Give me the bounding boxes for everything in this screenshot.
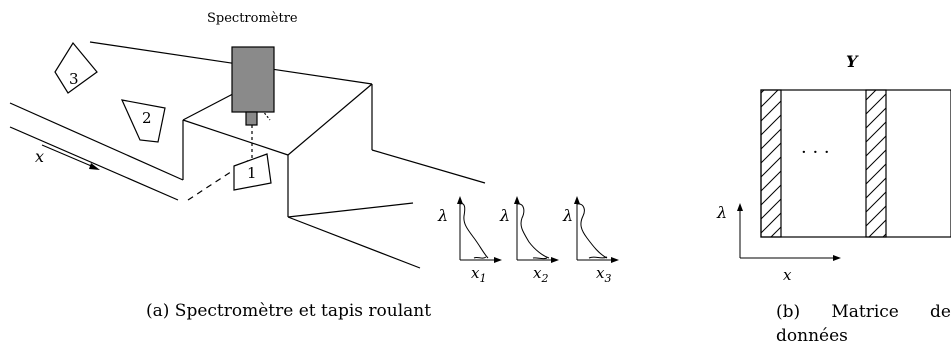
object-3-shape [54, 41, 98, 94]
spectrum-curve-1 [459, 203, 489, 259]
hatched-column-left [760, 89, 782, 238]
belt-right-upper [371, 149, 486, 184]
spectrum-1-x-label: x1 [471, 264, 486, 285]
matrix-label: Y [846, 52, 859, 71]
spectrum-plot-1 [457, 196, 502, 263]
object-1-shape [233, 153, 272, 191]
panel-b-data-matrix: Y · · · λ x [716, 52, 951, 284]
spectrum-curve-2 [516, 203, 550, 260]
belt-right-lower [287, 216, 421, 269]
belt-far-edge [89, 41, 373, 85]
spectrometer-label: Spectromètre [207, 11, 298, 26]
panel-a-conveyor-diagram [9, 41, 486, 269]
spectrum-1-lambda: λ [437, 206, 448, 225]
lambda-axis-label: λ [716, 203, 727, 222]
spectrometer-body [231, 46, 275, 113]
spectrum-2-x-label: x2 [533, 264, 548, 285]
matrix-frame [760, 89, 951, 238]
caption-panel-b: (b) Matrice de données [776, 302, 951, 346]
spectrum-2-lambda: λ [499, 206, 510, 225]
object-3-label: 3 [69, 70, 79, 88]
spectrum-plot-3 [574, 196, 619, 263]
object-1-label: 1 [247, 164, 257, 182]
spectrum-3-lambda: λ [562, 206, 573, 225]
x-direction-arrowhead [89, 163, 100, 170]
spectrum-curve-3 [576, 203, 608, 259]
x-direction-arrow [41, 144, 97, 169]
belt-right-mid [287, 202, 414, 218]
x-axis-arrowhead [833, 255, 841, 261]
object-2-label: 2 [142, 109, 152, 127]
matrix-ellipsis: · · · [801, 142, 830, 163]
lambda-axis-arrowhead [737, 203, 743, 211]
x-axis-label: x [783, 266, 792, 284]
belt-near-edge [9, 102, 184, 181]
spectrum-plot-2 [514, 196, 559, 263]
box-top-front [182, 119, 289, 156]
spectrum-3-x-label: x3 [596, 264, 611, 285]
caption-panel-a: (a) Spectromètre et tapis roulant [146, 301, 431, 321]
hatched-column-middle [865, 89, 887, 238]
belt-inner-edge [9, 126, 179, 201]
scan-line-dashed [187, 157, 253, 201]
spectrometer-sensor [245, 111, 258, 126]
box-top-right [287, 83, 373, 156]
object-2-shape [120, 99, 166, 143]
x-direction-label: x [35, 147, 44, 166]
